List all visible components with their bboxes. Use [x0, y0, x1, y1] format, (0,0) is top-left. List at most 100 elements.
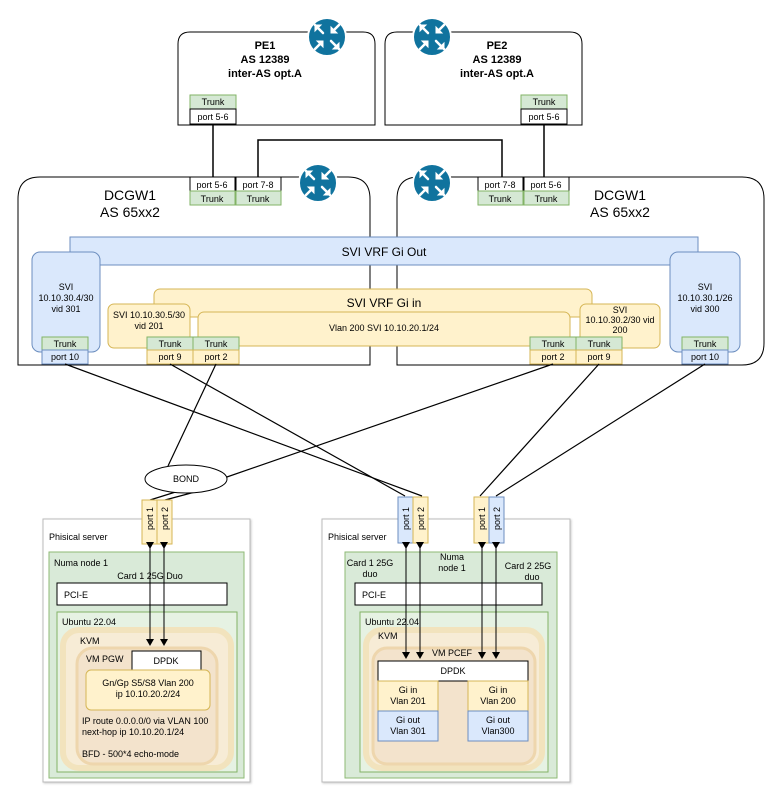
router-icon [411, 16, 453, 58]
svg-text:Ubuntu 22.04: Ubuntu 22.04 [62, 617, 116, 627]
svg-text:Vlan 301: Vlan 301 [390, 726, 426, 736]
pe1-port-label: port 5-6 [197, 112, 228, 122]
svg-text:10.10.30.1/26: 10.10.30.1/26 [677, 293, 732, 303]
server-right-card2-port1: port 1 [477, 507, 487, 530]
svg-text:vid 301: vid 301 [51, 304, 80, 314]
dcgw-right-svi-out: SVI 10.10.30.1/26 vid 300 [669, 251, 741, 353]
pe2-mode: inter-AS opt.A [460, 68, 534, 80]
svg-text:10.10.30.4/30: 10.10.30.4/30 [38, 293, 93, 303]
server-right-card1-port1: port 1 [401, 507, 411, 530]
server-left-dpdk: DPDK [153, 656, 178, 666]
server-right-card2-port2: port 2 [492, 507, 502, 530]
svi-vrf-gi-in-label: SVI VRF Gi in [347, 296, 422, 310]
svg-text:node 1: node 1 [438, 563, 466, 573]
dcgw-right-trunk-56: Trunk [535, 194, 558, 204]
pe1-router: PE1 AS 12389 inter-AS opt.A Trunk port 5… [177, 16, 376, 126]
dcgw-left-port-56: port 5-6 [196, 180, 227, 190]
dcgw-right-down-ports: Trunk port 2 Trunk port 9 Trunk port 10 [529, 336, 729, 365]
bond: BOND [144, 464, 228, 494]
svg-text:SVI: SVI [59, 282, 74, 292]
server-right: Phisical server Card 1 25G duo Numa node… [321, 496, 571, 783]
svg-text:Gi in: Gi in [399, 685, 418, 695]
dcgw-left-port-2: port 2 [204, 352, 227, 362]
svg-text:SVI: SVI [613, 305, 628, 315]
dcgw-right-name: DCGW1 [594, 187, 646, 203]
svg-text:BFD - 500*4 echo-mode: BFD - 500*4 echo-mode [82, 749, 179, 759]
svg-text:Trunk: Trunk [159, 339, 182, 349]
svg-text:VM PGW: VM PGW [86, 654, 124, 664]
svi-vrf-gi-out-label: SVI VRF Gi Out [342, 245, 427, 259]
svi-vrf-gi-out: SVI VRF Gi Out [69, 236, 699, 266]
dcgw-right-port-9: port 9 [587, 352, 610, 362]
pe2-router: PE2 AS 12389 inter-AS opt.A Trunk port 5… [384, 16, 583, 126]
svg-text:10.10.30.2/30 vid: 10.10.30.2/30 vid [585, 315, 654, 325]
svg-text:Trunk: Trunk [542, 339, 565, 349]
svg-text:200: 200 [612, 325, 627, 335]
bond-label: BOND [173, 474, 200, 484]
pe2-trunk-label: Trunk [533, 97, 556, 107]
svg-text:Gi in: Gi in [489, 685, 508, 695]
svg-text:Trunk: Trunk [205, 339, 228, 349]
pe-dcgw-links [212, 124, 545, 177]
server-right-card1-port2: port 2 [416, 507, 426, 530]
svg-text:Gn/Gp S5/S8 Vlan 200: Gn/Gp S5/S8 Vlan 200 [102, 678, 194, 688]
svg-text:KVM: KVM [80, 636, 100, 646]
svg-text:IP route 0.0.0.0/0 via VLAN 10: IP route 0.0.0.0/0 via VLAN 100 [82, 716, 208, 726]
dcgw-left-as: AS 65xx2 [100, 204, 160, 220]
svg-text:SVI 10.10.30.5/30: SVI 10.10.30.5/30 [113, 310, 185, 320]
vlan200-label: Vlan 200 SVI 10.10.20.1/24 [329, 323, 439, 333]
svg-text:Vlan 200: Vlan 200 [480, 696, 516, 706]
svg-text:Numa: Numa [440, 552, 464, 562]
svg-text:duo: duo [362, 569, 377, 579]
dcgw-right-port-10: port 10 [691, 352, 719, 362]
svi-vrf-gi-in: SVI VRF Gi in [153, 288, 593, 318]
pe2-port-label: port 5-6 [528, 112, 559, 122]
svg-text:VM PCEF: VM PCEF [432, 648, 473, 658]
server-left-port2: port 2 [160, 507, 170, 530]
dcgw-left-down-ports: Trunk port 10 Trunk port 9 Trunk port 2 [41, 336, 240, 365]
dcgw-right-port-78: port 7-8 [484, 180, 515, 190]
svg-text:ip 10.10.20.2/24: ip 10.10.20.2/24 [116, 689, 181, 699]
svg-text:vid 201: vid 201 [134, 321, 163, 331]
pe1-trunk-label: Trunk [202, 97, 225, 107]
dcgw-left-name: DCGW1 [104, 187, 156, 203]
dcgw-right-port-2: port 2 [541, 352, 564, 362]
pe2-name: PE2 [487, 40, 508, 52]
svg-text:Trunk: Trunk [694, 339, 717, 349]
dcgw-right-trunk-78: Trunk [489, 194, 512, 204]
dcgw-left-port-9: port 9 [158, 352, 181, 362]
pe1-mode: inter-AS opt.A [228, 68, 302, 80]
svg-text:duo: duo [524, 572, 539, 582]
svg-text:Gi out: Gi out [486, 715, 511, 725]
server-left-port1: port 1 [145, 507, 155, 530]
svg-text:Gi out: Gi out [396, 715, 421, 725]
dcgw-left-trunk-56: Trunk [201, 194, 224, 204]
svg-text:Trunk: Trunk [588, 339, 611, 349]
svg-text:Numa node 1: Numa node 1 [54, 558, 108, 568]
pe1-name: PE1 [255, 40, 276, 52]
dcgw-left-port-10: port 10 [51, 352, 79, 362]
server-left-title: Phisical server [49, 532, 108, 542]
svg-text:Card 1 25G: Card 1 25G [347, 558, 394, 568]
router-icon [297, 162, 339, 204]
svg-text:PCI-E: PCI-E [362, 590, 386, 600]
dcgw-left-trunk-78: Trunk [247, 194, 270, 204]
server-right-title: Phisical server [328, 532, 387, 542]
svg-text:Ubuntu 22.04: Ubuntu 22.04 [365, 617, 419, 627]
pe1-as: AS 12389 [241, 54, 290, 66]
dcgw-right-as: AS 65xx2 [590, 204, 650, 220]
server-right-dpdk: DPDK [440, 666, 465, 676]
router-icon [411, 162, 453, 204]
svg-text:Vlan300: Vlan300 [481, 726, 514, 736]
svg-text:Vlan 201: Vlan 201 [390, 696, 426, 706]
svg-text:next-hop ip 10.10.20.1/24: next-hop ip 10.10.20.1/24 [82, 727, 184, 737]
dcgw-left-port-78: port 7-8 [242, 180, 273, 190]
svg-text:Card 2 25G: Card 2 25G [505, 561, 552, 571]
svg-text:SVI: SVI [698, 282, 713, 292]
svg-text:KVM: KVM [378, 631, 398, 641]
svg-text:PCI-E: PCI-E [64, 590, 88, 600]
vlan200-svi: Vlan 200 SVI 10.10.20.1/24 [197, 311, 571, 347]
pe2-as: AS 12389 [473, 54, 522, 66]
dcgw-right-port-56: port 5-6 [530, 180, 561, 190]
